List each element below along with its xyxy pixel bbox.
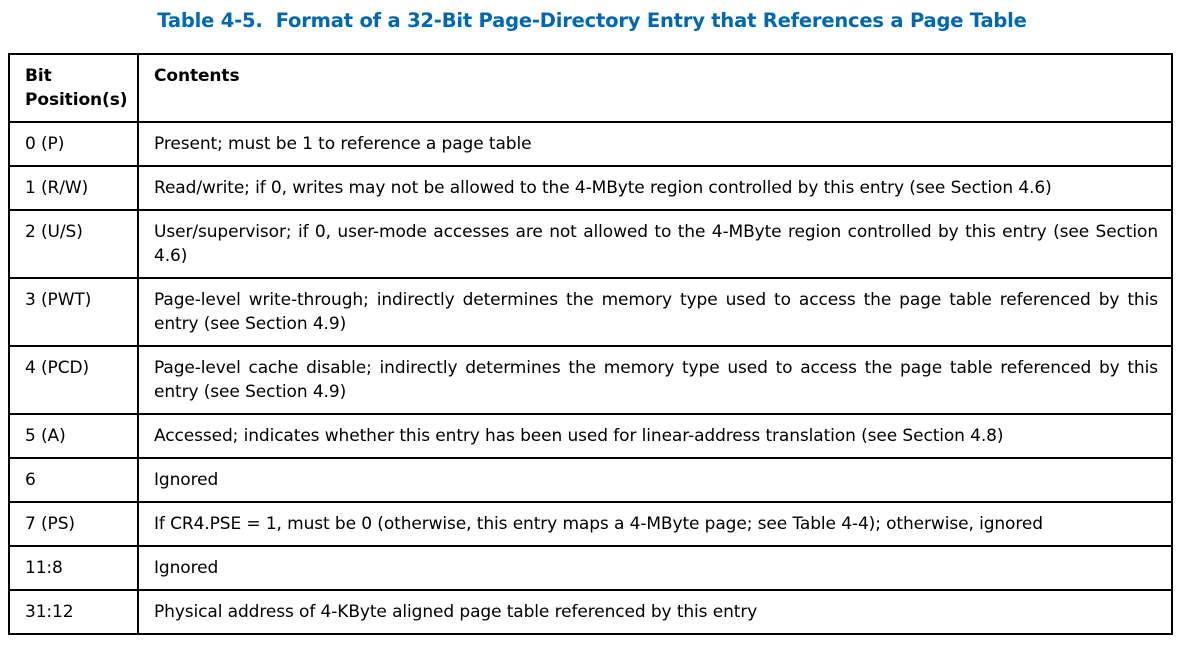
bit-position-cell: 1 (R/W) <box>8 165 139 211</box>
bit-position-cell: 11:8 <box>8 545 139 591</box>
bit-position-cell: 0 (P) <box>8 121 139 167</box>
bit-position-cell: 2 (U/S) <box>8 209 139 279</box>
table-row: 4 (PCD) Page-level cache disable; indire… <box>8 345 1173 415</box>
page-directory-entry-table: Bit Position(s) Contents 0 (P) Present; … <box>8 53 1173 635</box>
bit-position-cell: 6 <box>8 457 139 503</box>
table-header: Bit Position(s) Contents <box>8 53 1173 123</box>
bit-position-cell: 3 (PWT) <box>8 277 139 347</box>
contents-cell: Page-level write-through; indirectly det… <box>137 277 1173 347</box>
table-row: 6 Ignored <box>8 457 1173 503</box>
contents-cell: Read/write; if 0, writes may not be allo… <box>137 165 1173 211</box>
contents-cell: If CR4.PSE = 1, must be 0 (otherwise, th… <box>137 501 1173 547</box>
table-caption: Table 4-5. Format of a 32-Bit Page-Direc… <box>157 9 1027 32</box>
table-row: 5 (A) Accessed; indicates whether this e… <box>8 413 1173 459</box>
contents-cell: Page-level cache disable; indirectly det… <box>137 345 1173 415</box>
contents-cell: Ignored <box>137 457 1173 503</box>
table-row: 7 (PS) If CR4.PSE = 1, must be 0 (otherw… <box>8 501 1173 547</box>
column-header-bit-positions: Bit Position(s) <box>8 53 139 123</box>
header-row: Bit Position(s) Contents <box>8 53 1173 123</box>
contents-cell: Ignored <box>137 545 1173 591</box>
table-row: 2 (U/S) User/supervisor; if 0, user-mode… <box>8 209 1173 279</box>
table-row: 31:12 Physical address of 4-KByte aligne… <box>8 589 1173 635</box>
bit-position-cell: 7 (PS) <box>8 501 139 547</box>
contents-cell: Physical address of 4-KByte aligned page… <box>137 589 1173 635</box>
bit-position-cell: 5 (A) <box>8 413 139 459</box>
bit-position-cell: 4 (PCD) <box>8 345 139 415</box>
contents-cell: Present; must be 1 to reference a page t… <box>137 121 1173 167</box>
column-header-contents: Contents <box>137 53 1173 123</box>
table-row: 3 (PWT) Page-level write-through; indire… <box>8 277 1173 347</box>
table-body: 0 (P) Present; must be 1 to reference a … <box>8 121 1173 635</box>
table-row: 1 (R/W) Read/write; if 0, writes may not… <box>8 165 1173 211</box>
table-row: 0 (P) Present; must be 1 to reference a … <box>8 121 1173 167</box>
contents-cell: Accessed; indicates whether this entry h… <box>137 413 1173 459</box>
table-row: 11:8 Ignored <box>8 545 1173 591</box>
contents-cell: User/supervisor; if 0, user-mode accesse… <box>137 209 1173 279</box>
bit-position-cell: 31:12 <box>8 589 139 635</box>
